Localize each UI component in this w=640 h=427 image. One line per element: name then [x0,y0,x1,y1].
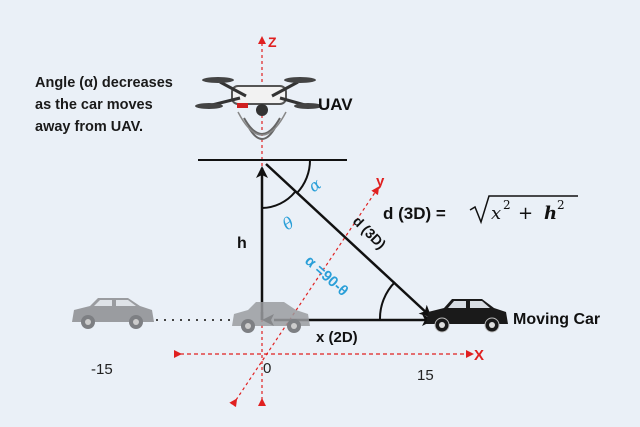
formula-lhs: d (3D) = [383,204,446,223]
uav-label: UAV [318,95,353,114]
tick-label-right: 15 [417,367,434,384]
tick-label-left: -15 [91,361,113,378]
tick-label-origin: 0 [263,360,271,377]
x-line-label: x (2D) [316,329,358,346]
angle-note-line-3: away from UAV. [35,119,143,135]
distance-3d-line [265,163,432,318]
car-left-faded-icon [72,298,154,329]
formula-x: x [491,203,501,224]
formula-h-exponent: 2 [557,198,565,212]
formula-h: h [544,203,557,224]
formula-plus: + [518,203,533,224]
theta-label: θ [279,213,298,234]
height-label: h [237,235,247,252]
moving-car-icon [426,299,508,333]
angle-note: Angle (α) decreases as the car moves awa… [35,72,205,138]
alpha-arc-bottom [378,281,396,321]
uav-drone-icon [195,77,322,140]
alpha-arc-top [296,159,312,194]
formula-sqrt-sign [469,195,578,225]
y-axis [229,186,380,408]
theta-arc [261,191,296,209]
x-axis-label: X [474,347,484,364]
z-axis-label: Z [268,34,277,50]
alpha-relation-label: α =90-θ [301,252,351,299]
alpha-top-label: α [305,174,325,196]
y-axis-label: y [376,173,385,190]
moving-car-label: Moving Car [513,311,600,328]
car-origin-faded-icon [232,302,310,333]
angle-note-line-2: as the car moves [35,97,153,113]
angle-note-line-1: Angle (α) decreases [35,75,173,91]
formula-x-exponent: 2 [503,198,511,212]
